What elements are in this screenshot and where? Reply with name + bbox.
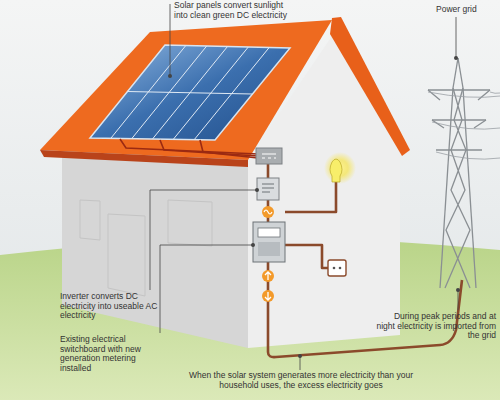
dc-symbol [262, 154, 276, 158]
panel-wire [200, 140, 258, 158]
callout-text: When the solar system generates more ele… [170, 371, 432, 390]
pylon-lattice [445, 88, 470, 288]
gable-trim [330, 17, 410, 156]
switchboard-meter [253, 222, 285, 262]
inverter-detail [262, 184, 274, 192]
leader-dot [168, 74, 172, 78]
roof [40, 20, 332, 160]
window [168, 200, 212, 246]
light-wire [285, 182, 336, 212]
callout-text: Inverter converts DC electricity into us… [60, 292, 164, 321]
leader-dot [251, 243, 255, 247]
pylon-arm [436, 149, 482, 150]
panel-line [128, 92, 253, 95]
power-line [432, 122, 500, 129]
pylon-arm [432, 119, 486, 120]
meter-panel [258, 242, 280, 256]
panel-wiring [120, 139, 258, 158]
pylon-leg [440, 88, 453, 288]
leader-line [150, 190, 257, 290]
door [108, 214, 145, 296]
power-line [428, 92, 500, 97]
leader-line [170, 4, 171, 76]
socket-pin [333, 267, 336, 270]
leader-dot [454, 56, 458, 60]
pylon-leg [458, 58, 463, 88]
openings [80, 200, 212, 296]
panel-wire [160, 140, 258, 156]
import-arrow [265, 292, 271, 300]
import-arrow-badge [262, 290, 274, 302]
pylon-brace [428, 90, 490, 128]
meter-display [258, 228, 280, 237]
callout-text: Power grid [436, 5, 496, 15]
leader-dot [298, 354, 302, 358]
leader-line [160, 245, 253, 333]
socket-pin [339, 267, 342, 270]
pylon [428, 58, 490, 288]
ac-symbol [264, 210, 272, 214]
panel-grid [111, 46, 269, 140]
leader-line [300, 356, 301, 370]
export-arrow-badge [262, 270, 274, 282]
leader-dot [456, 288, 460, 292]
inverter-box [257, 178, 279, 200]
callout-text: Solar panels convert sunlight into clean… [174, 1, 292, 20]
junction-box [256, 148, 282, 164]
pylon-arm [428, 89, 490, 90]
window [80, 200, 100, 240]
ac-symbol-badge [262, 206, 274, 218]
socket-wire [285, 245, 330, 268]
export-arrow [265, 272, 271, 280]
light-bulb [330, 159, 342, 182]
callout-text: Existing electrical switchboard with new… [60, 335, 156, 373]
callout-text: During peak periods and at night electri… [376, 312, 496, 341]
solar-panel [90, 45, 290, 140]
power-line [436, 152, 500, 159]
leader-line [456, 17, 457, 58]
pylon-leg [453, 58, 458, 88]
power-line [490, 92, 500, 93]
leader-dot [255, 188, 259, 192]
light-glow [324, 152, 356, 184]
leader-line [458, 290, 459, 310]
power-lines [428, 92, 500, 159]
power-socket [328, 260, 346, 276]
